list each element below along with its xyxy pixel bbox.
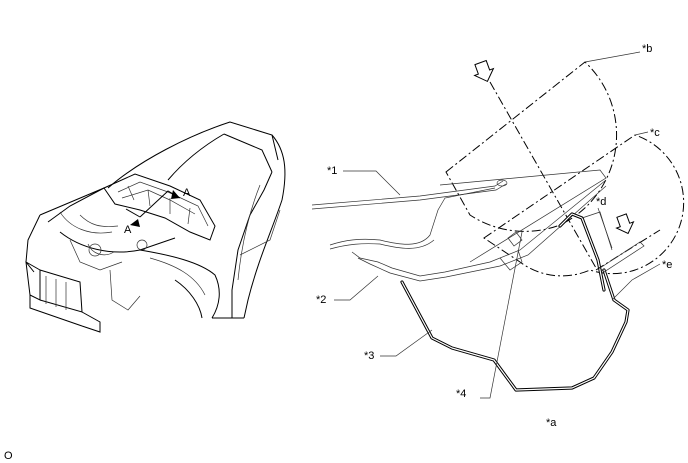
view-d-label: *d: [596, 196, 606, 208]
footer-code: O: [4, 450, 13, 462]
detail-circle-b: [445, 61, 618, 232]
section-a-top-label: A: [183, 187, 191, 199]
view-c-label: *c: [650, 127, 660, 139]
detail-circle-c: [483, 134, 685, 277]
view-b-label: *b: [642, 43, 652, 55]
part-3-label: *3: [364, 350, 374, 362]
section-a-bottom-label: A: [124, 224, 132, 236]
view-a-label: *a: [546, 417, 557, 429]
view-e-label: *e: [662, 259, 672, 271]
part-2-label: *2: [316, 294, 326, 306]
view-direction-arrow-icon: [615, 213, 635, 235]
part-4-label: *4: [456, 388, 466, 400]
view-direction-arrow-icon: [473, 59, 495, 83]
part-1-label: *1: [327, 165, 337, 177]
vehicle-body-illustration: [25, 121, 286, 333]
